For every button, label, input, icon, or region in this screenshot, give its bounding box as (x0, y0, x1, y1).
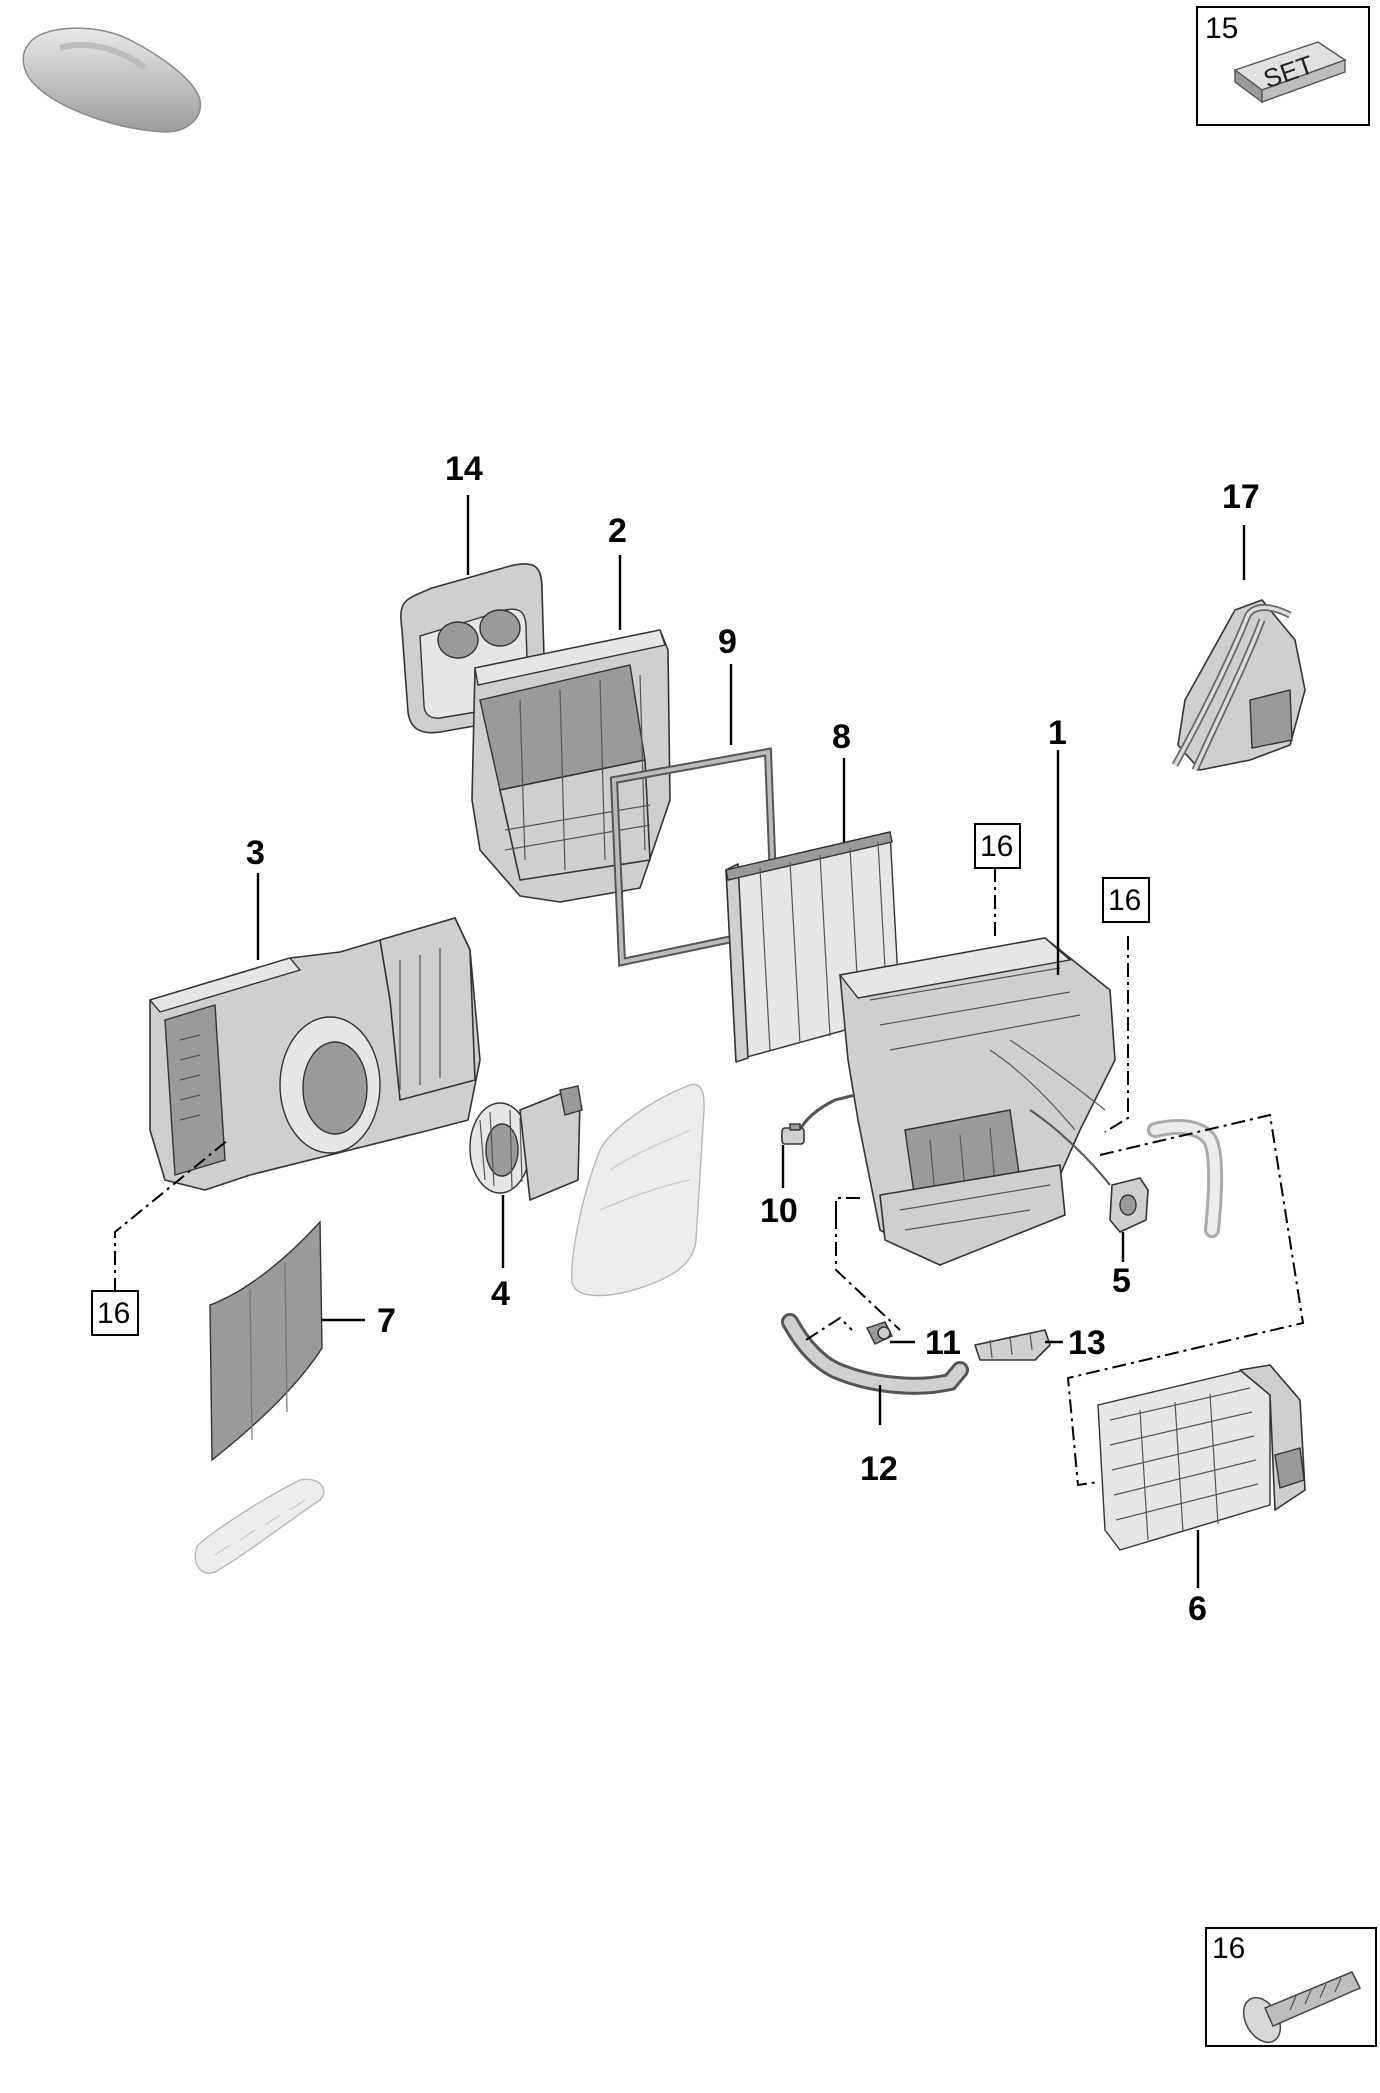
callout-3: 3 (246, 834, 265, 872)
callout-7: 7 (377, 1302, 396, 1340)
callout-6: 6 (1188, 1590, 1207, 1628)
part-2-upper-housing (471, 629, 671, 903)
part-1-main-unit (838, 937, 1116, 1266)
ref-box-16-right: 16 (1102, 877, 1150, 923)
part-13-bracket (974, 1329, 1051, 1361)
car-silhouette-icon (22, 27, 202, 133)
callout-4: 4 (491, 1275, 510, 1313)
part-3-blower-housing (148, 917, 481, 1191)
drain-hose (1147, 1119, 1224, 1238)
translucent-cover (571, 1083, 705, 1297)
callout-10: 10 (760, 1192, 798, 1230)
ghost-bracket (194, 1478, 325, 1574)
svg-text:16: 16 (980, 830, 1013, 863)
ref-box-16-top: 16 (974, 823, 1021, 869)
bolt-icon (1242, 1971, 1362, 2044)
part-11-connector (866, 1321, 893, 1345)
leader-lines (256, 495, 1246, 1588)
callout-17: 17 (1222, 478, 1260, 516)
part-5-actuator (1029, 1109, 1149, 1233)
callout-8: 8 (832, 718, 851, 756)
callout-1: 1 (1048, 714, 1067, 752)
callout-12: 12 (860, 1450, 898, 1488)
svg-text:16: 16 (1108, 884, 1141, 917)
callout-labels: 1 2 3 4 5 6 7 8 9 10 11 12 13 14 17 (246, 450, 1260, 1628)
part-6-ptc-heater (1097, 1364, 1306, 1551)
part-4-blower-motor (469, 1085, 583, 1201)
callout-14: 14 (445, 450, 483, 488)
dash-dot-lines (114, 868, 1305, 1487)
callout-9: 9 (718, 623, 737, 661)
callout-13: 13 (1068, 1324, 1106, 1362)
callout-2: 2 (608, 512, 627, 550)
part-17-pipe-bracket (1171, 599, 1306, 772)
bolt-box-number: 16 (1212, 1932, 1245, 1965)
ref-box-16-left: 16 (91, 1290, 139, 1336)
set-legend-box: 15 SET (1196, 6, 1370, 126)
callout-5: 5 (1112, 1262, 1131, 1300)
svg-text:16: 16 (97, 1297, 130, 1330)
set-box-number: 15 (1205, 12, 1238, 45)
part-7-filter (209, 1220, 323, 1462)
part-10-sensor (781, 1093, 856, 1145)
part-12-hose (781, 1313, 969, 1395)
callout-11: 11 (925, 1324, 961, 1362)
bolt-legend-box: 16 (1205, 1927, 1377, 2047)
